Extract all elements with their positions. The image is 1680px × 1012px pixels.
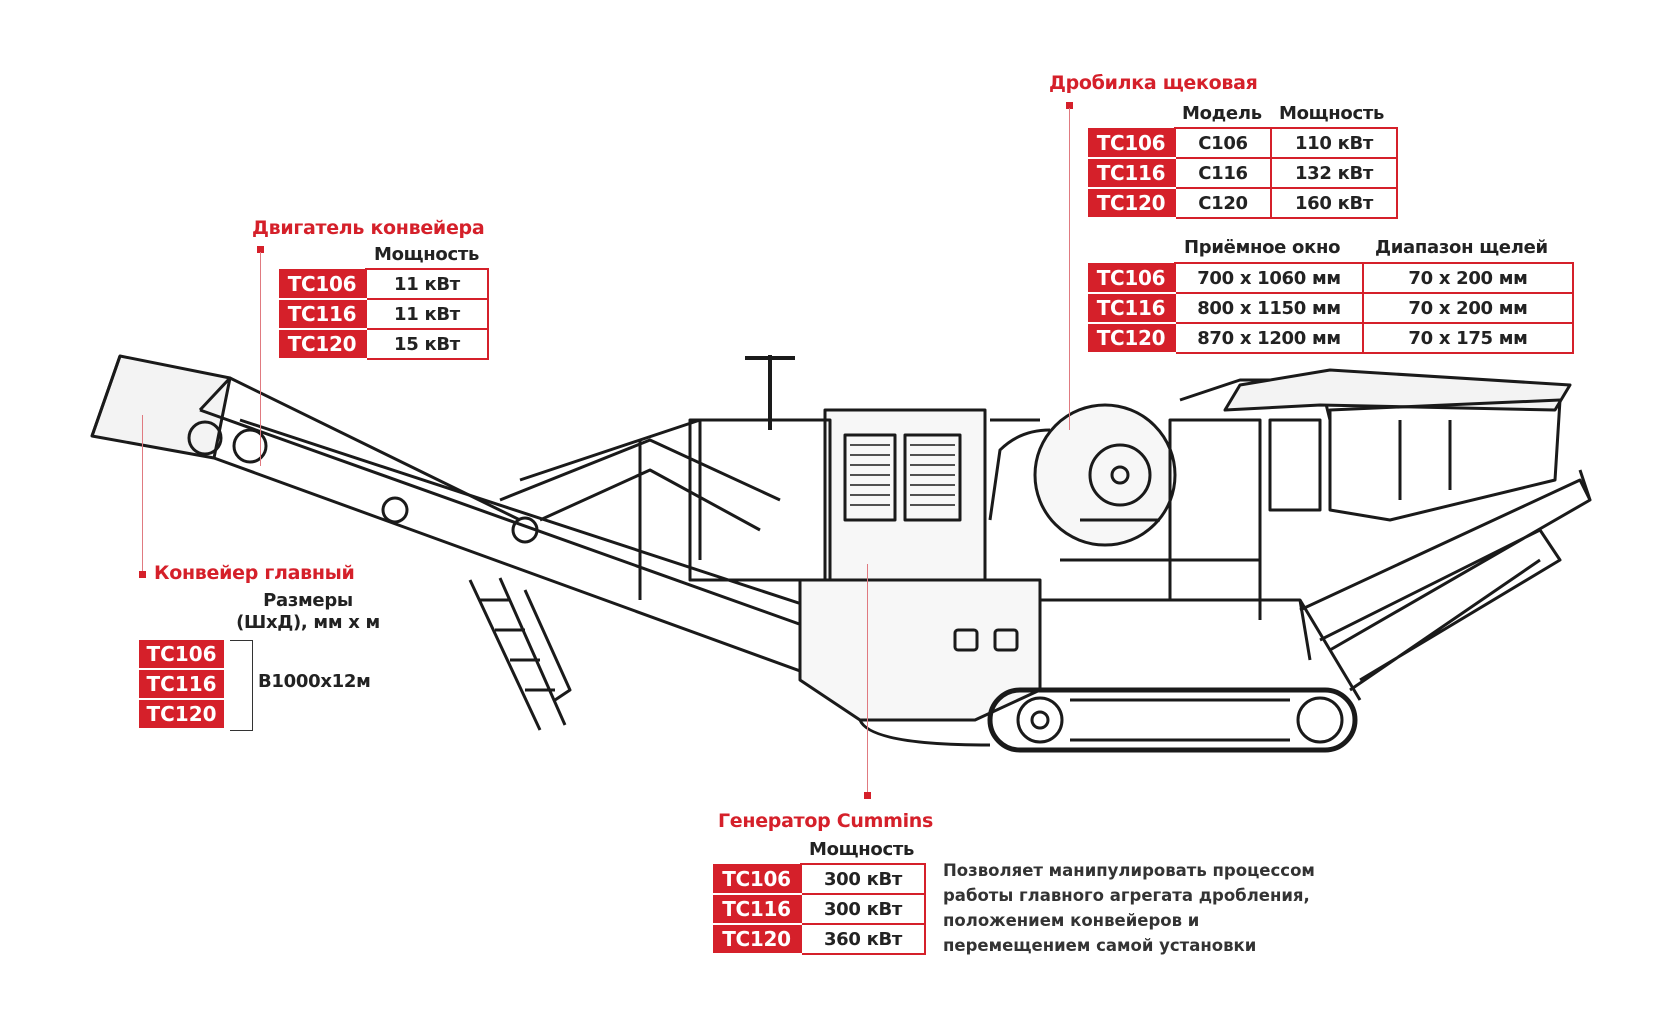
window-cell: 700 x 1060 мм	[1174, 262, 1364, 294]
main-conveyor-header: Размеры (ШхД), мм х м	[228, 590, 388, 634]
model-cell: C120	[1174, 187, 1272, 219]
conveyor-motor-leader-line	[260, 252, 261, 466]
main-conveyor-bracket	[230, 640, 253, 731]
main-conveyor-title: Конвейер главный	[154, 562, 355, 584]
power-cell: 11 кВт	[365, 268, 489, 300]
model-label: TC106	[1088, 263, 1175, 294]
generator-header-power: Мощность	[809, 839, 915, 860]
model-label: TC120	[139, 700, 224, 728]
power-cell: 132 кВт	[1270, 157, 1398, 189]
model-label: TC120	[279, 329, 366, 360]
range-cell: 70 x 200 мм	[1362, 292, 1574, 324]
power-cell: 300 кВт	[800, 893, 926, 925]
generator-leader-line	[867, 564, 868, 794]
jaw-table2-header-range: Диапазон щелей	[1375, 237, 1548, 258]
model-label: TC120	[713, 924, 801, 955]
generator-marker	[864, 792, 871, 799]
power-cell: 15 кВт	[365, 328, 489, 360]
window-cell: 800 x 1150 мм	[1174, 292, 1364, 324]
conveyor-motor-title: Двигатель конвейера	[252, 217, 485, 239]
power-cell: 360 кВт	[800, 923, 926, 955]
generator-title: Генератор Cummins	[718, 810, 934, 832]
main-conveyor-header-line2: (ШхД), мм х м	[236, 612, 380, 633]
window-cell: 870 x 1200 мм	[1174, 322, 1364, 354]
model-cell: C116	[1174, 157, 1272, 189]
description-line: положением конвейеров и	[943, 911, 1200, 930]
conveyor-motor-header-power: Мощность	[374, 244, 480, 265]
model-cell: C106	[1174, 127, 1272, 159]
model-label: TC116	[1088, 158, 1175, 189]
main-conveyor-size-value: B1000x12м	[258, 671, 371, 692]
model-label: TC106	[713, 864, 801, 895]
model-label: TC106	[139, 640, 224, 668]
jaw-table1-header-model: Модель	[1182, 103, 1262, 124]
model-label: TC120	[1088, 188, 1175, 219]
jaw-crusher-marker	[1066, 102, 1073, 109]
jaw-table2-header-window: Приёмное окно	[1184, 237, 1341, 258]
model-label: TC116	[139, 670, 224, 698]
main-conveyor-header-line1: Размеры	[263, 590, 353, 611]
model-label: TC120	[1088, 323, 1175, 354]
jaw-crusher-leader-line	[1069, 108, 1070, 430]
jaw-table1-header-power: Мощность	[1279, 103, 1385, 124]
power-cell: 110 кВт	[1270, 127, 1398, 159]
power-cell: 160 кВт	[1270, 187, 1398, 219]
description-line: Позволяет манипулировать процессом	[943, 861, 1315, 880]
jaw-crusher-title: Дробилка щековая	[1049, 72, 1258, 94]
description-line: перемещением самой установки	[943, 936, 1257, 955]
model-label: TC116	[1088, 293, 1175, 324]
main-conveyor-marker	[139, 571, 146, 578]
main-conveyor-leader-line	[142, 415, 143, 573]
main-conveyor-labels: TC106 TC116 TC120	[139, 640, 224, 730]
range-cell: 70 x 175 мм	[1362, 322, 1574, 354]
model-label: TC116	[279, 299, 366, 330]
description-line: работы главного агрегата дробления,	[943, 886, 1310, 905]
power-cell: 11 кВт	[365, 298, 489, 330]
range-cell: 70 x 200 мм	[1362, 262, 1574, 294]
conveyor-motor-marker	[257, 246, 264, 253]
generator-description: Позволяет манипулировать процессом работ…	[943, 858, 1315, 958]
power-cell: 300 кВт	[800, 863, 926, 895]
model-label: TC116	[713, 894, 801, 925]
model-label: TC106	[279, 269, 366, 300]
model-label: TC106	[1088, 128, 1175, 159]
